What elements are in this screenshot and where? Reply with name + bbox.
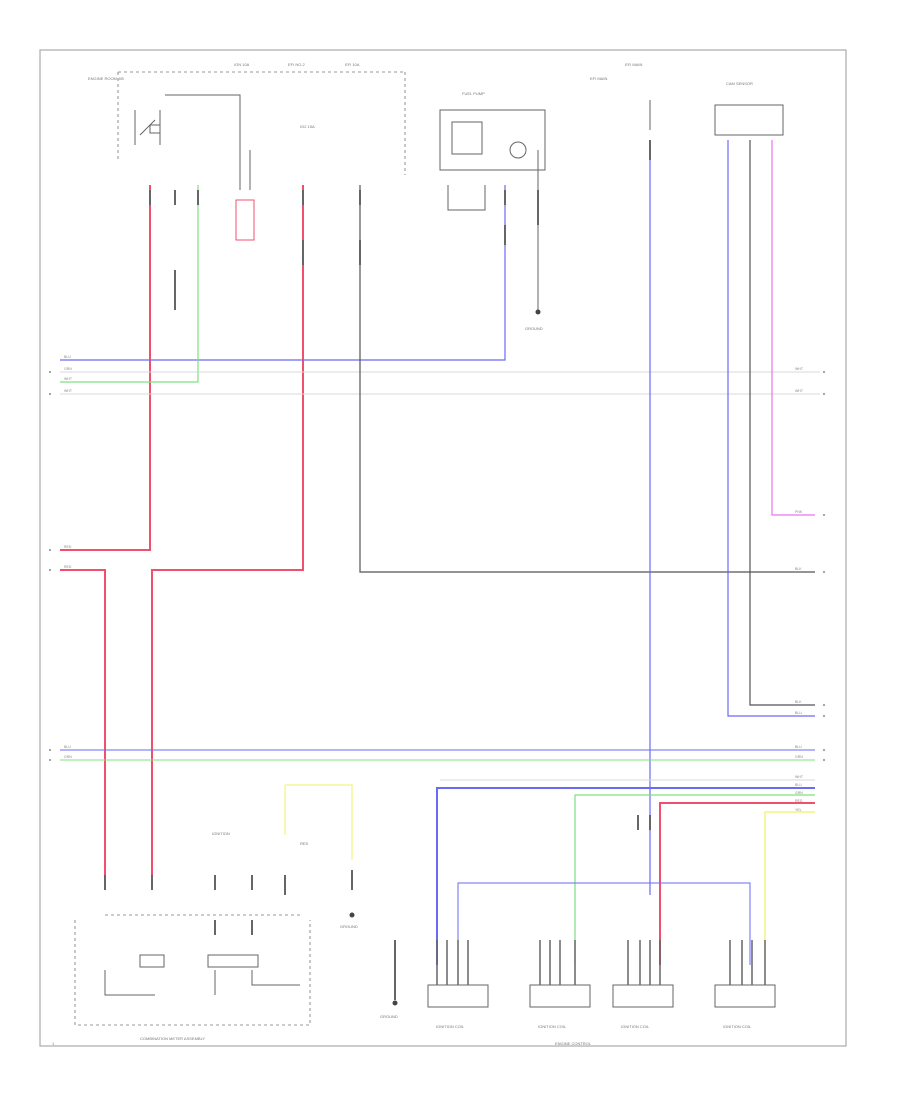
wire-code-left-6: RED <box>64 565 72 569</box>
coil-2-label: IGNITION COIL <box>538 1024 567 1029</box>
green-wire-top <box>60 185 199 383</box>
bottom-center-label: ENGINE CONTROL <box>555 1041 592 1046</box>
wire-code-right-3: PNK <box>795 510 803 514</box>
wire-code-right-8: GRN <box>795 755 803 759</box>
page-number: 1 <box>52 1041 55 1046</box>
blue-wire-top <box>60 185 506 361</box>
meter-element-2 <box>207 954 259 968</box>
ignition-coil-2 <box>529 984 591 1008</box>
ground-dot-3 <box>392 1000 398 1006</box>
edge-terminals <box>49 371 825 761</box>
ground-label-1: GROUND <box>525 326 543 331</box>
red-wire-2 <box>60 569 106 880</box>
fuel-pump-motor <box>509 141 527 159</box>
black-wire-1 <box>359 185 815 573</box>
fuel-pump-box <box>439 109 546 171</box>
top-right-fuse-tag: EFI MAIN <box>625 62 642 67</box>
bottom-ground-label: GROUND <box>380 1014 398 1019</box>
combination-meter: COMBINATION METER ASSEMBLY IGNITION RES … <box>74 309 541 1041</box>
fuel-pump-module: FUEL PUMP GROUND <box>439 91 546 331</box>
top-right-components: EFI MAIN EFI MAIN CAM SENSOR <box>590 62 784 136</box>
ignition-coil-3 <box>612 984 674 1008</box>
wire-code-right-11: GRN <box>795 791 803 795</box>
wire-code-right-5: BLK <box>795 700 802 704</box>
engine-room-jb: ENGINE ROOM J/B IGN 10A EFI NO.2 EFI 10A… <box>88 62 406 241</box>
connector-pins <box>104 140 651 1000</box>
fuse-2-label: EFI NO.2 <box>288 62 305 67</box>
wire-code-right-6: BLU <box>795 711 802 715</box>
ignition-coil-4 <box>714 984 776 1008</box>
top-right-fuse-label: EFI MAIN <box>590 76 607 81</box>
ignition-coil-1 <box>427 984 489 1008</box>
resistor-label: RES <box>300 841 309 846</box>
red-coil-3 <box>659 802 815 965</box>
wire-code-right-4: BLK <box>795 567 802 571</box>
yellow-coil-4 <box>764 811 815 965</box>
wire-code-left-1: BLU <box>64 355 71 359</box>
wire-code-left-2: GRN <box>64 367 72 371</box>
blue-coil-1 <box>436 787 815 965</box>
wire-code-right-10: BLU <box>795 783 802 787</box>
wire-code-right-9: WHT <box>795 775 804 779</box>
relay-coil <box>149 124 161 134</box>
red-wire-3 <box>151 185 304 880</box>
coil-4-label: IGNITION COIL <box>723 1024 752 1029</box>
cam-sensor-box <box>714 104 784 136</box>
yellow-loop <box>284 784 353 860</box>
wire-code-right-13: YEL <box>795 808 802 812</box>
coil-1-label: IGNITION COIL <box>436 1024 465 1029</box>
wire-code-left-5: RED <box>64 545 72 549</box>
blue-wire-right <box>727 140 815 717</box>
cam-sensor-label: CAM SENSOR <box>726 81 753 86</box>
ground-dot-1 <box>535 309 541 315</box>
diagram-frame <box>39 49 847 1047</box>
wire-code-left-3: WHT <box>64 377 73 381</box>
fuel-pump-label: FUEL PUMP <box>462 91 485 96</box>
wire-code-left-4: WHT <box>64 389 73 393</box>
wire-code-right-12: RED <box>795 799 803 803</box>
wire-code-left-8: GRN <box>64 755 72 759</box>
wire-code-right-2: WHT <box>795 389 804 393</box>
wire-codes-left: BLU GRN WHT WHT RED RED BLU GRN <box>64 355 73 759</box>
fuse-1-label: IGN 10A <box>234 62 250 67</box>
wire-code-left-7: BLU <box>64 745 71 749</box>
blue-coil-shared <box>457 882 751 965</box>
green-coil-2 <box>574 794 815 965</box>
coil-3-label: IGNITION COIL <box>621 1024 650 1029</box>
pink-wire <box>771 140 815 516</box>
fuse-4-label: IG2 15A <box>300 124 315 129</box>
wire-code-right-1: WHT <box>795 367 804 371</box>
wire-code-right-7: BLU <box>795 745 802 749</box>
engine-room-jb-label: ENGINE ROOM J/B <box>88 76 124 81</box>
ignition-label: IGNITION <box>212 831 230 836</box>
meter-element-1 <box>139 954 165 968</box>
ignition-coils: IGNITION COIL IGNITION COIL IGNITION COI… <box>52 940 776 1046</box>
wire-codes-right: WHT WHT PNK BLK BLK BLU BLU GRN WHT BLU … <box>795 367 804 812</box>
ground-dot-2 <box>349 912 355 918</box>
black-wire-2 <box>749 140 815 706</box>
ground-label-2: GROUND <box>340 924 358 929</box>
fuse-link <box>235 199 255 241</box>
meter-label: COMBINATION METER ASSEMBLY <box>140 1036 206 1041</box>
red-wire-1 <box>60 185 151 551</box>
fuse-3-label: EFI 10A <box>345 62 360 67</box>
